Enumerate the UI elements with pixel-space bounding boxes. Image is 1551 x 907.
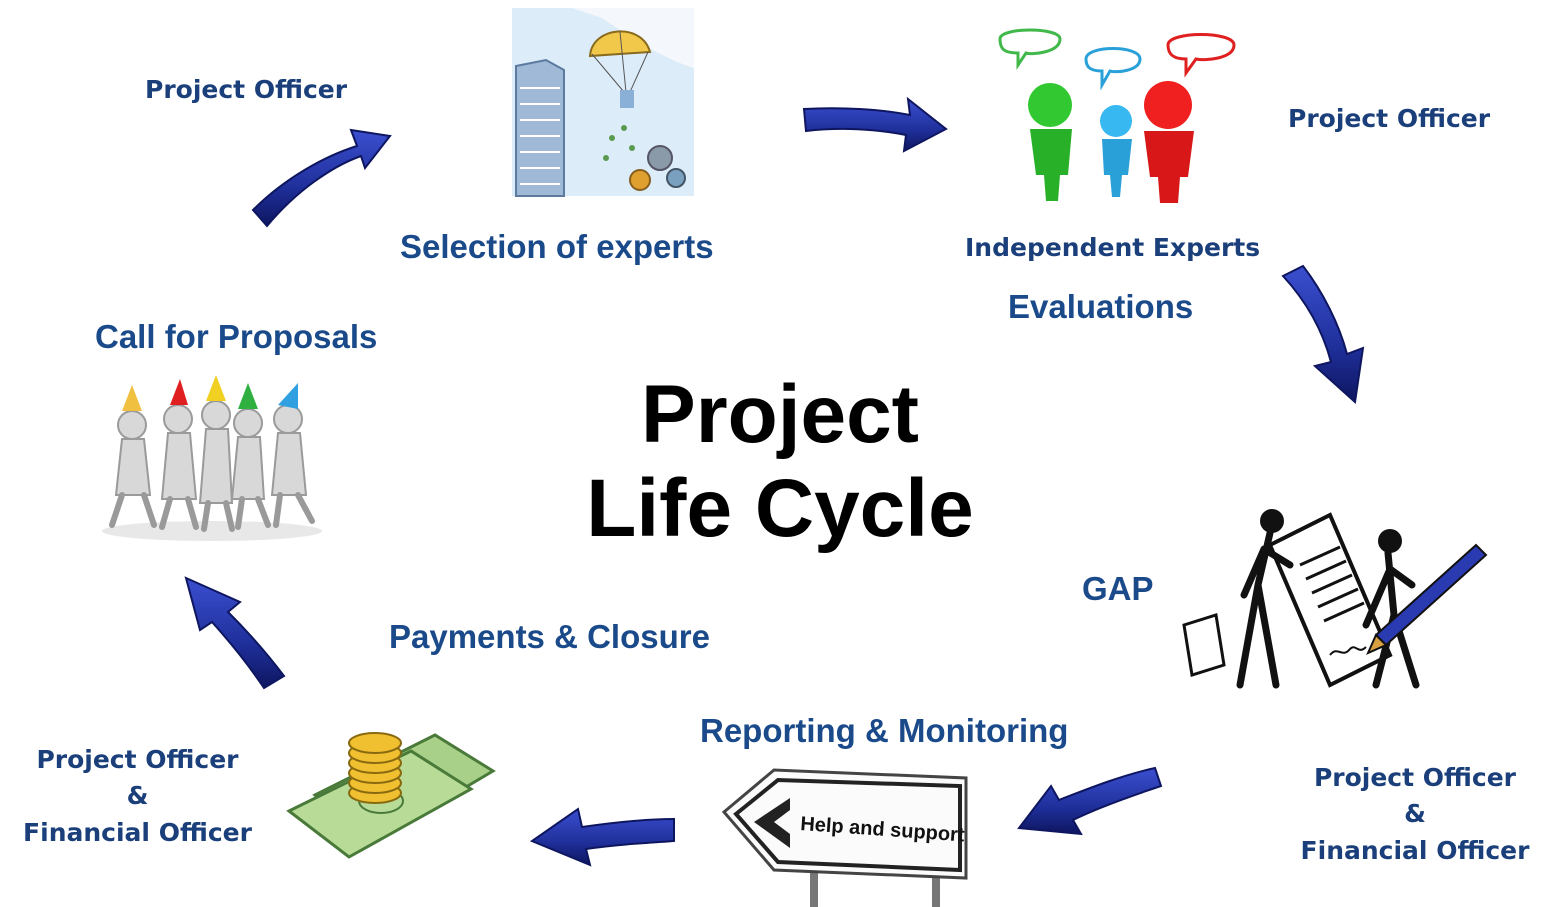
flow-arrow-6 [184, 576, 286, 690]
role-top-right: Project Officer [1288, 104, 1491, 133]
role-line: & [1404, 799, 1426, 829]
help-signpost-icon: Help and support [721, 768, 968, 907]
flow-arrow-5 [529, 807, 675, 867]
money-coins-icon [286, 732, 496, 859]
role-line: Project Officer [36, 745, 239, 774]
stage-payments-closure: Payments & Closure [389, 618, 710, 655]
role-bottom-left: Project Officer & Financial Officer [15, 742, 260, 851]
contract-signing-icon [1180, 505, 1488, 701]
parachute-building-icon [512, 8, 694, 197]
stage-independent-experts: Independent Experts [965, 233, 1261, 262]
party-people-icon [92, 375, 330, 545]
flow-arrow-3 [1281, 264, 1365, 404]
flow-arrow-4 [1017, 766, 1163, 836]
speech-bubbles-people-icon [998, 28, 1236, 203]
title-line-2: Life Cycle [586, 463, 974, 555]
stage-reporting-monitoring: Reporting & Monitoring [700, 712, 1069, 749]
role-line: Financial Officer [23, 817, 252, 847]
role-top-left: Project Officer [145, 75, 348, 104]
title-line-1: Project [641, 369, 919, 460]
flow-arrow-1 [251, 128, 392, 228]
role-line: & [126, 781, 149, 811]
stage-evaluations: Evaluations [1008, 288, 1194, 325]
role-bottom-right: Project Officer & Financial Officer [1295, 760, 1535, 869]
flow-arrow-2 [802, 96, 948, 153]
diagram-title: Project Life Cycle [520, 368, 1040, 557]
stage-call-for-proposals: Call for Proposals [95, 318, 378, 355]
role-line: Project Officer [1313, 763, 1517, 792]
stage-selection-of-experts: Selection of experts [400, 228, 714, 265]
role-line: Financial Officer [1300, 835, 1530, 865]
stage-gap: GAP [1082, 570, 1154, 607]
